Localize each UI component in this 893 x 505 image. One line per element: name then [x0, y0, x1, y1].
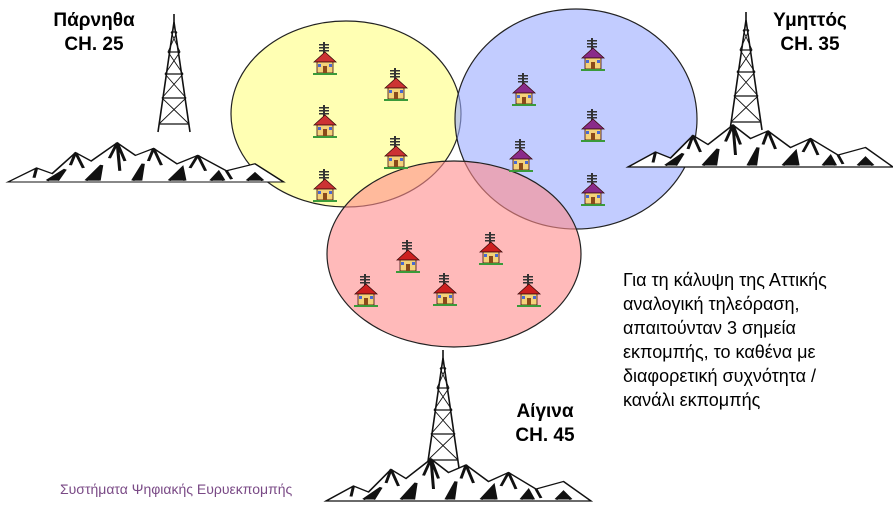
description-line: διαφορετική συχνότητα / — [623, 366, 817, 386]
description-line: εκπομπής, το καθένα με — [623, 342, 816, 362]
description-line: κανάλι εκπομπής — [623, 390, 761, 410]
description-line: αναλογική τηλεόραση, — [623, 294, 800, 314]
description-text: Για τη κάλυψη της Αττικής αναλογική τηλε… — [623, 268, 893, 412]
footer-text: Συστήματα Ψηφιακής Ευρυεκπομπής — [60, 481, 293, 497]
station-label-ymittos: Υμηττός CH. 35 — [750, 9, 870, 57]
transmitter-tower-icon — [426, 349, 460, 469]
station-name: Υμηττός — [773, 10, 847, 31]
station-channel: CH. 25 — [64, 34, 124, 55]
station-name: Πάρνηθα — [53, 10, 135, 31]
coverage-zone-aigina — [326, 160, 582, 348]
station-label-aigina: Αίγινα CH. 45 — [485, 400, 605, 448]
station-channel: CH. 45 — [515, 425, 575, 446]
transmitter-tower-icon — [157, 13, 191, 133]
description-line: Για τη κάλυψη της Αττικής — [623, 270, 827, 290]
station-label-parnitha: Πάρνηθα CH. 25 — [34, 9, 154, 57]
description-line: απαιτούνταν 3 σημεία — [623, 318, 796, 338]
station-name: Αίγινα — [516, 401, 574, 422]
station-channel: CH. 35 — [780, 34, 840, 55]
